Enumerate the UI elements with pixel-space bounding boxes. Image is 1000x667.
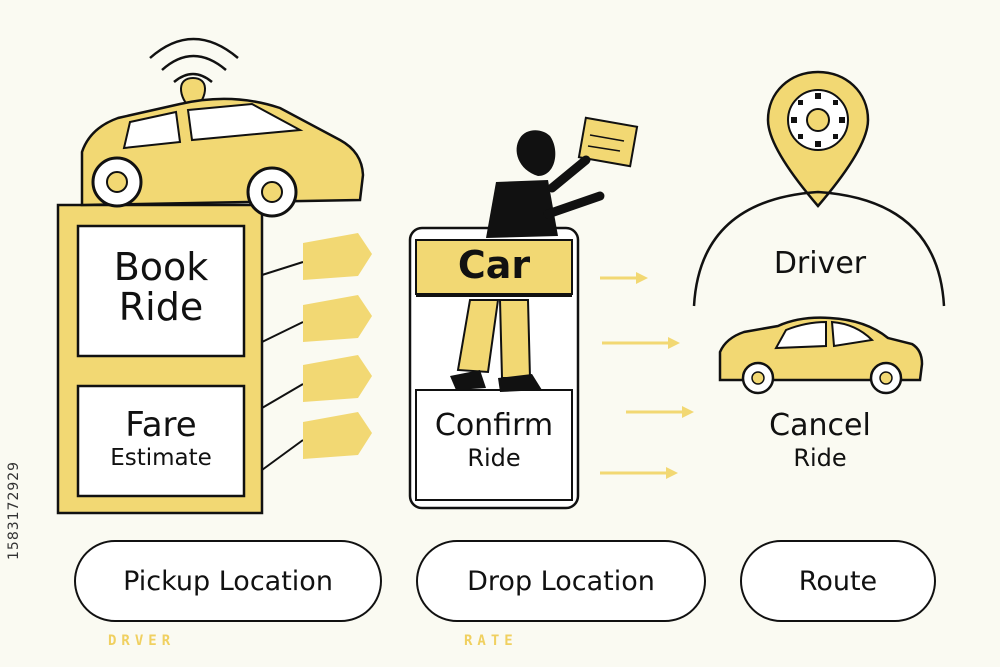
person-figure-icon bbox=[450, 116, 639, 392]
book-ride-line1: Book bbox=[113, 245, 209, 289]
caption-left: DRVER bbox=[108, 633, 176, 649]
tag-marker bbox=[303, 233, 372, 280]
fare-estimate-line2: Estimate bbox=[110, 444, 212, 471]
caption-middle: RATE bbox=[464, 633, 518, 649]
flow-arrows bbox=[600, 272, 694, 479]
confirm-ride-label[interactable]: Confirm Ride bbox=[416, 410, 572, 471]
tag-marker bbox=[303, 355, 372, 402]
cancel-ride-label[interactable]: Cancel Ride bbox=[740, 410, 900, 471]
taxi-car-icon bbox=[80, 37, 365, 218]
driver-label: Driver bbox=[773, 246, 867, 281]
phone-panel bbox=[408, 226, 580, 510]
location-pin-icon bbox=[766, 70, 870, 208]
tag-marker bbox=[303, 412, 372, 459]
small-car-icon bbox=[718, 316, 924, 395]
fare-estimate-label[interactable]: Fare Estimate bbox=[80, 405, 242, 471]
route-button[interactable]: Route bbox=[740, 540, 936, 622]
left-panel bbox=[56, 203, 264, 515]
book-ride-label[interactable]: Book Ride bbox=[80, 245, 242, 329]
side-id-text: 1583172929 bbox=[6, 460, 22, 560]
car-header: Car bbox=[457, 243, 531, 287]
tag-markers bbox=[303, 233, 372, 459]
tag-marker bbox=[303, 295, 372, 342]
connector-tags bbox=[261, 261, 304, 471]
fare-estimate-line1: Fare bbox=[125, 405, 197, 445]
book-ride-line2: Ride bbox=[118, 284, 204, 329]
pickup-location-button[interactable]: Pickup Location bbox=[74, 540, 382, 622]
driver-arc bbox=[692, 190, 946, 307]
cancel-ride-line1: Cancel bbox=[769, 408, 871, 443]
cancel-ride-line2: Ride bbox=[793, 443, 847, 472]
confirm-ride-line1: Confirm bbox=[434, 408, 554, 443]
drop-location-button[interactable]: Drop Location bbox=[416, 540, 706, 622]
confirm-ride-line2: Ride bbox=[467, 443, 521, 472]
